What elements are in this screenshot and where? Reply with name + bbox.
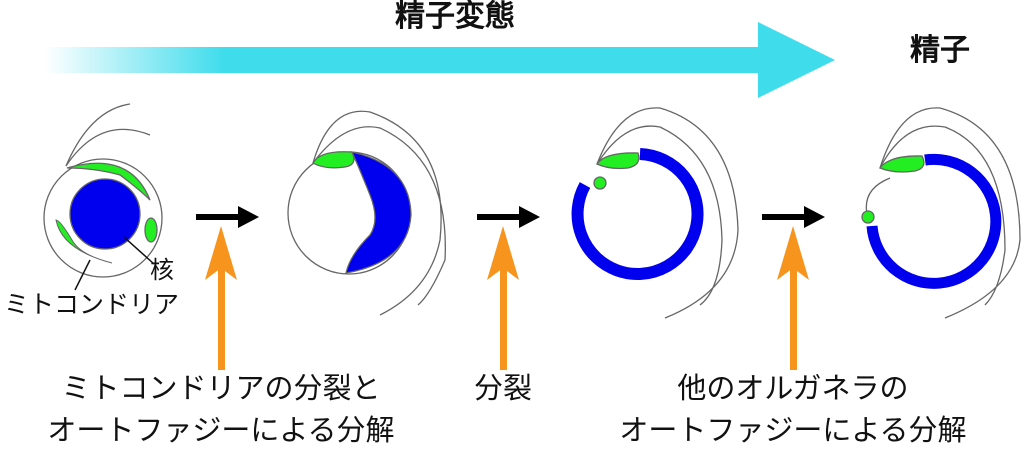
mitochondrion (55, 219, 113, 264)
nucleus (69, 178, 141, 250)
nucleus (866, 153, 1002, 289)
step-arrow (477, 206, 540, 228)
nucleus (345, 151, 412, 274)
mitochondrion (144, 217, 158, 243)
step-arrow (762, 206, 825, 228)
step-1-line-1: ミトコンドリアの分裂と (61, 371, 381, 405)
mitochondria-label: ミトコンドリア (4, 290, 180, 319)
process-arrow (487, 226, 519, 370)
mitochondrion (312, 151, 355, 169)
cell-stage-1 (43, 103, 163, 291)
diagram-title: 精子変態 (395, 0, 515, 34)
process-arrow (205, 226, 237, 370)
step-3-line-2: オートファジーによる分解 (619, 413, 967, 447)
cell-stage-3 (571, 107, 739, 319)
nucleus-label: 核 (150, 256, 174, 284)
step-2-line-1: 分裂 (473, 371, 533, 405)
process-arrow (777, 226, 809, 370)
mitochondrion (66, 162, 151, 201)
mitochondrion (596, 152, 640, 170)
step-arrow (196, 206, 259, 228)
end-label: 精子 (910, 33, 970, 68)
mitochondrion (593, 176, 607, 190)
step-3-line-1: 他のオルガネラの (677, 371, 909, 405)
cell-stage-4 (861, 107, 1021, 319)
progress-arrow (45, 22, 835, 98)
step-1-line-2: オートファジーによる分解 (47, 413, 395, 447)
mitochondrion (861, 210, 875, 224)
cell-stage-2 (287, 110, 446, 316)
mitochondrion (878, 155, 925, 173)
nucleus (571, 148, 704, 280)
